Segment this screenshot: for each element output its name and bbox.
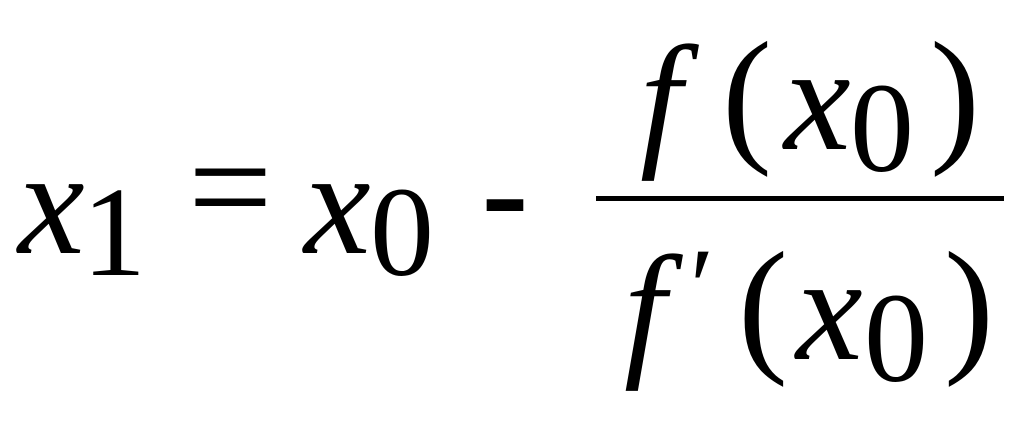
denominator-close-paren: ) xyxy=(944,222,994,388)
lhs-subscript: 1 xyxy=(82,161,146,303)
numerator-open-paren: ( xyxy=(722,12,772,178)
numerator-variable: x xyxy=(784,16,851,182)
rhs-variable: x xyxy=(304,120,371,286)
numerator-close-paren: ) xyxy=(930,12,980,178)
lhs-variable: x xyxy=(18,120,85,286)
numerator-function: f xyxy=(640,16,682,182)
equals-sign: = xyxy=(188,104,273,270)
denominator-prime: ′ xyxy=(690,226,715,348)
denominator-subscript: 0 xyxy=(864,267,928,409)
numerator-subscript: 0 xyxy=(850,57,914,199)
denominator-variable: x xyxy=(796,226,863,392)
rhs-subscript: 0 xyxy=(370,161,434,303)
minus-sign: - xyxy=(480,109,530,277)
denominator-open-paren: ( xyxy=(738,222,788,388)
fraction-bar xyxy=(596,196,1004,201)
denominator-function: f xyxy=(624,226,666,392)
